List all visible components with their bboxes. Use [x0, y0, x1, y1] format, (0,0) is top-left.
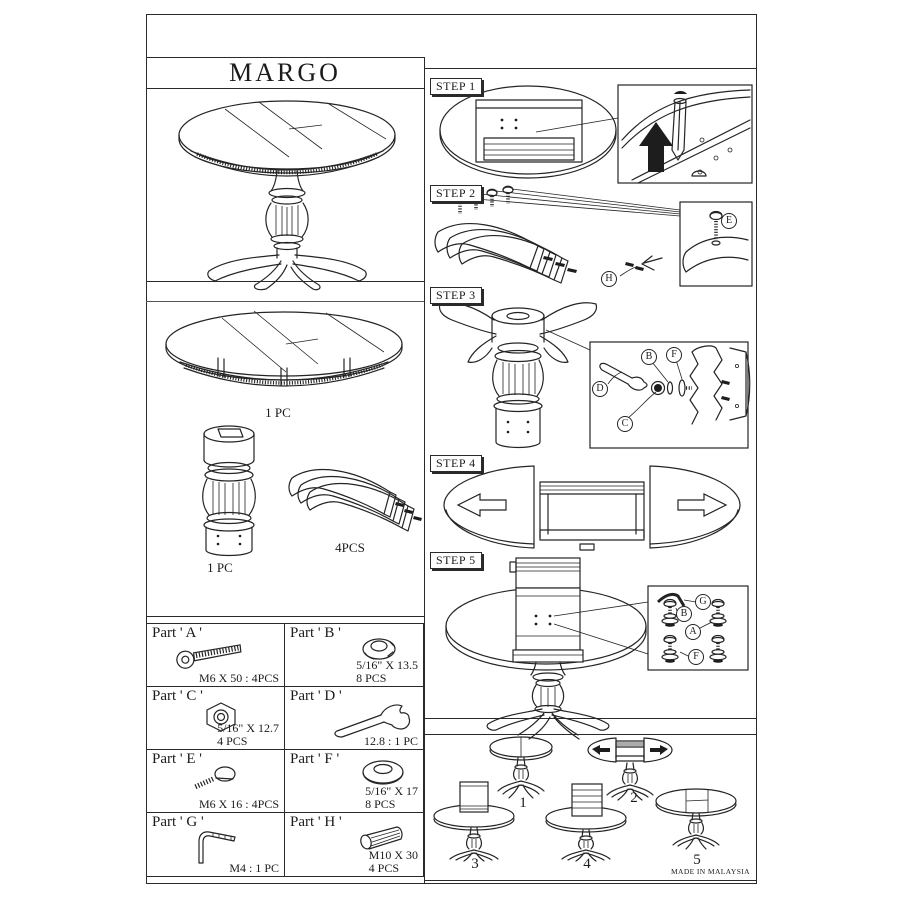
fastener-stacks: [661, 598, 727, 663]
callout-c: C: [617, 416, 633, 432]
step-3-diagram: [438, 302, 751, 449]
step-2-label: STEP 2: [430, 185, 482, 202]
overview-table-1: [489, 736, 553, 799]
panel-divider: [146, 281, 424, 283]
part-qty: 4 PCS: [217, 734, 248, 748]
tabletop-diagram: [165, 310, 403, 387]
step-4-label: STEP 4: [430, 455, 482, 472]
part-qty: 8 PCS: [356, 671, 387, 685]
page-border: [146, 14, 757, 884]
part-cell-g: Part ' G ' M4 : 1 PC: [147, 813, 285, 876]
step-1-diagram: [439, 84, 753, 184]
part-spec: 12.8 : 1 PC: [363, 734, 418, 748]
left-arrow-icon: [456, 493, 507, 517]
overview-table-4: [545, 783, 627, 862]
assembled-table-diagram: [178, 100, 396, 291]
step-1-label: STEP 1: [430, 78, 482, 95]
bolt-icon: [176, 644, 242, 669]
flat-washer-icon: [362, 760, 404, 785]
part-spec: M6 X 50 : 4PCS: [198, 671, 279, 685]
step-5-diagram: [445, 557, 749, 740]
panel-divider: [146, 301, 424, 303]
callout-f2: F: [688, 649, 704, 665]
wrench-icon: [334, 704, 411, 738]
overview-table-3: [433, 781, 515, 862]
callout-b: B: [641, 349, 657, 365]
lock-washer-icon: [362, 638, 396, 660]
callout-e: E: [721, 213, 737, 229]
screw-icon: [193, 766, 236, 790]
page-title: MARGO: [146, 57, 424, 89]
right-arrow-icon: [677, 493, 728, 517]
part-label: Part ' C ': [152, 688, 203, 704]
legs-diagram: [288, 468, 422, 532]
step-2-diagram: [434, 185, 753, 287]
part-qty: 4 PCS: [368, 861, 400, 875]
part-spec: M4 : 1 PC: [229, 861, 279, 875]
allen-key-icon: [198, 831, 236, 864]
tabletop-qty-label: 1 PC: [265, 405, 291, 420]
column-divider: [424, 57, 426, 884]
parts-table: Part ' A ' M6 X 50 : 4PCS Part ' B ' 5/1…: [146, 623, 424, 877]
up-arrow-icon: [639, 122, 673, 172]
overview-step-number: 3: [471, 856, 479, 872]
step-5-label: STEP 5: [430, 552, 482, 569]
overview-step-number: 5: [693, 852, 701, 868]
legs-qty-label: 4PCS: [335, 540, 365, 555]
part-cell-e: Part ' E ' M6 X 16 : 4PCS: [147, 750, 285, 813]
panel-divider: [424, 68, 757, 70]
allen-key-g: [656, 592, 686, 607]
overview-step-number: 2: [630, 790, 638, 806]
part-label: Part ' D ': [290, 688, 342, 704]
panel-divider: [146, 616, 424, 618]
wrench-d: [599, 362, 648, 391]
overview-table-5: [655, 788, 737, 850]
pedestal-qty-label: 1 PC: [207, 560, 233, 575]
part-label: Part ' A ': [152, 625, 202, 641]
part-spec: 5/16" X 13.5: [356, 658, 418, 672]
made-in-label: MADE IN MALAYSIA: [670, 867, 750, 876]
part-label: Part ' B ': [290, 625, 341, 641]
part-spec: 5/16" X 12.7: [217, 721, 279, 735]
part-spec: M6 X 16 : 4PCS: [198, 797, 279, 811]
part-spec: M10 X 30: [368, 848, 418, 862]
overview-table-2: [587, 737, 673, 801]
callout-g: G: [695, 594, 711, 610]
part-label: Part ' F ': [290, 751, 340, 767]
part-spec: 5/16" X 17: [365, 784, 418, 798]
panel-divider: [424, 718, 757, 720]
panel-divider: [424, 880, 757, 882]
part-qty: 8 PCS: [365, 797, 396, 811]
part-label: Part ' H ': [290, 814, 342, 830]
overview-step-number: 4: [583, 856, 591, 872]
pedestal-diagram: [202, 425, 256, 557]
steps-column: STEP 1 STEP 2: [424, 18, 757, 884]
callout-a: A: [685, 624, 701, 640]
dowel-icon: [360, 826, 403, 850]
part-cell-d: Part ' D ' 12.8 : 1 PC: [285, 687, 423, 750]
step-4-diagram: [443, 465, 741, 551]
step-3-label: STEP 3: [430, 287, 482, 304]
overview-step-number: 1: [519, 795, 527, 811]
callout-f: F: [666, 347, 682, 363]
panel-divider: [424, 734, 757, 736]
callout-b2: B: [676, 606, 692, 622]
callout-h: H: [601, 271, 617, 287]
part-label: Part ' G ': [152, 814, 204, 830]
part-label: Part ' E ': [152, 751, 202, 767]
callout-d: D: [592, 381, 608, 397]
part-cell-a: Part ' A ' M6 X 50 : 4PCS: [147, 624, 285, 687]
hex-nut-icon: [206, 702, 236, 732]
